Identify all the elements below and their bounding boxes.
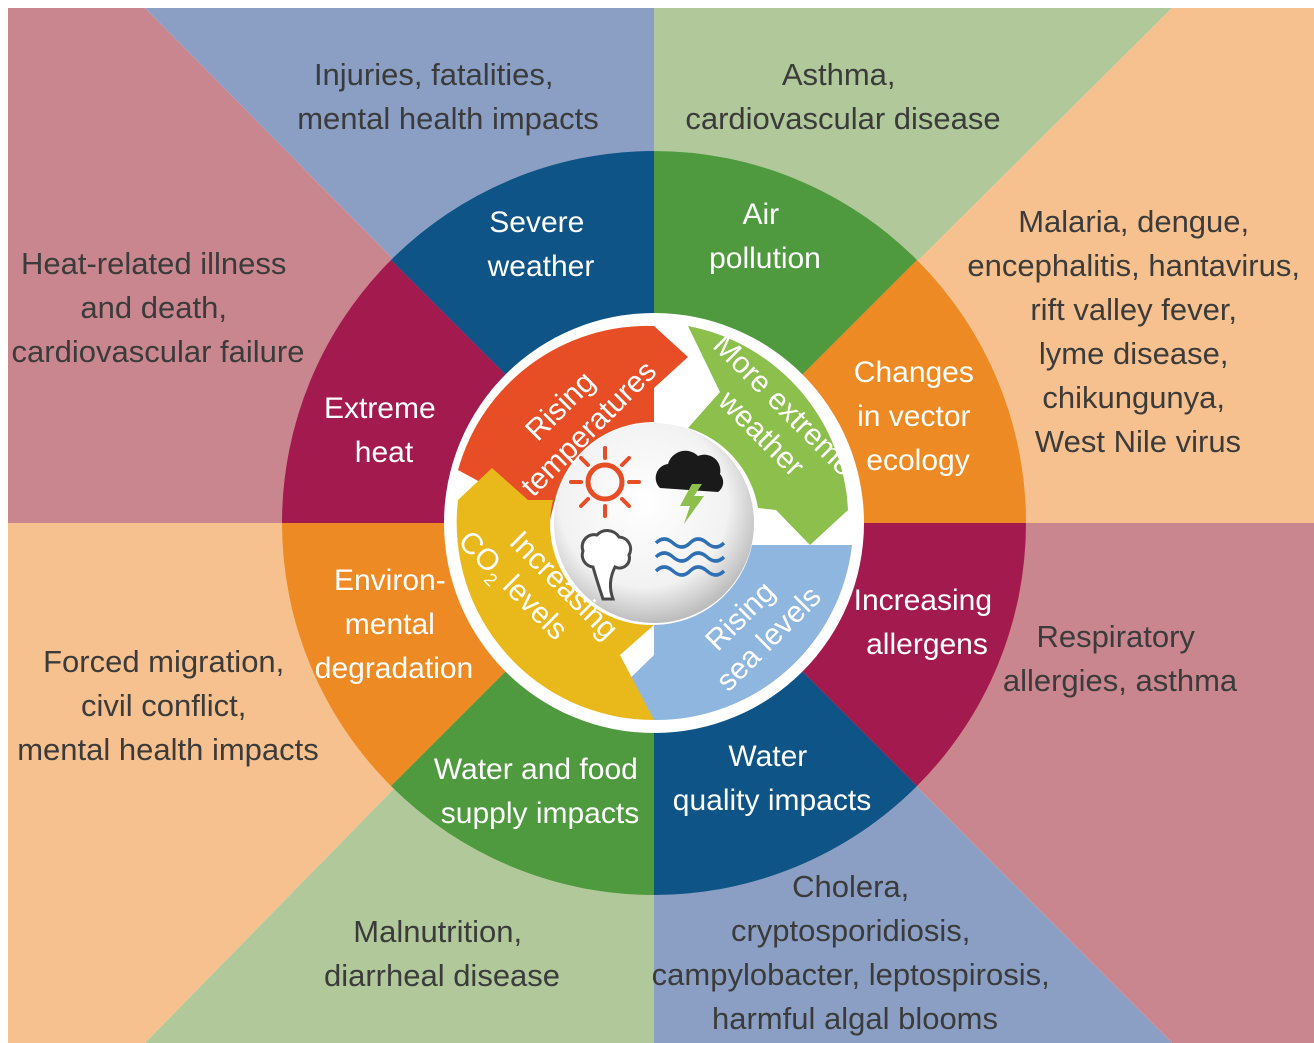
ring-water-quality-label: Water quality impacts [673,740,871,817]
ring-environmental-label: Environ- mental degradation [315,564,473,685]
arrow-rising-sea-levels [620,545,852,721]
arrow-increasing-co2 [456,468,654,721]
impact-top-right-label: Asthma, cardiovascular disease [685,57,1000,136]
sun-icon [569,446,641,518]
impact-right-upper-label: Malaria, dengue, encephalitis, hantaviru… [967,204,1308,459]
storm-cloud-icon [655,450,724,524]
arrow-rising-temperatures [458,325,688,520]
impact-bottom-left-label: Malnutrition, diarrheal disease [324,914,560,993]
arrow-more-extreme-weather [688,326,848,545]
impact-top-left-label: Injuries, fatalities, mental health impa… [297,57,599,136]
impact-right-lower-label: Respiratory allergies, asthma [1003,619,1238,698]
impact-left-lower-label: Forced migration, civil conflict, mental… [17,644,319,767]
ring-allergens-label: Increasing allergens [854,584,1001,661]
ring-water-food-label: Water and food supply impacts [434,753,646,830]
water-waves-icon [654,537,726,577]
ring-severe-weather-label: Severe weather [487,206,595,283]
ring-vector-ecology-label: Changes in vector ecology [854,356,982,477]
smoke-plume-icon [580,529,633,601]
impact-bottom-right-label: Cholera, cryptosporidiosis, campylobacte… [652,869,1059,1036]
impact-left-upper-label: Heat-related illness and death, cardiova… [12,246,305,369]
ring-air-pollution-label: Air pollution [709,198,821,275]
ring-extreme-heat-label: Extreme heat [324,392,444,469]
